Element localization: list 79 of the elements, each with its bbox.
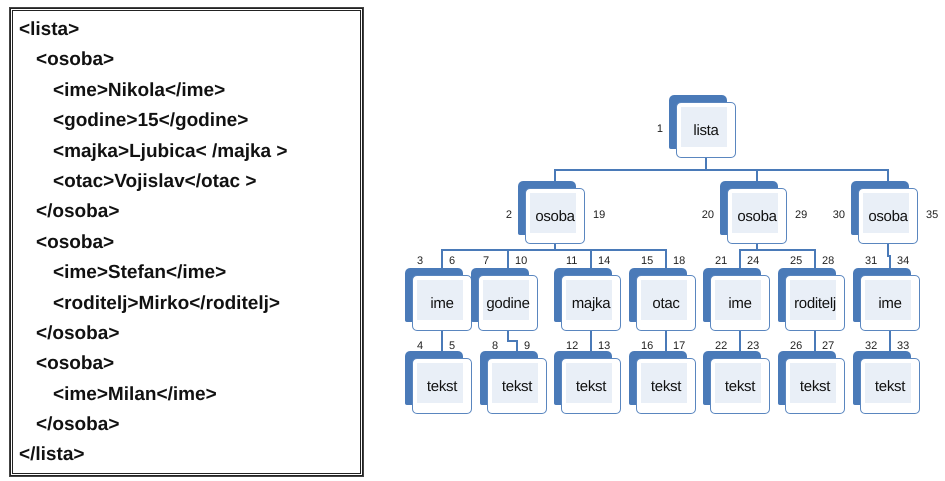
order-number: 26: [790, 340, 802, 352]
order-number: 9: [524, 340, 530, 352]
code-line: <ime>Stefan</ime>: [52, 261, 226, 286]
order-number: 16: [641, 340, 654, 352]
order-number: 6: [449, 255, 456, 267]
code-line: <roditelj>Mirko</roditelj>: [52, 292, 280, 316]
element-name: tekst: [874, 378, 906, 394]
tree-connector: [554, 244, 667, 268]
element-name: tekst: [650, 378, 682, 394]
tree-connector: [889, 331, 891, 351]
order-number: 19: [593, 209, 606, 221]
code-line: </lista>: [19, 443, 84, 468]
order-number: 34: [897, 255, 910, 267]
element-name: lista: [693, 122, 719, 138]
code-line: </osoba>: [35, 200, 120, 224]
order-number: 11: [566, 255, 578, 267]
tree-connector: [590, 331, 592, 351]
element-name: otac: [652, 294, 680, 312]
order-number: 3: [417, 255, 424, 267]
element-name: ime: [430, 294, 454, 312]
code-line: <godine>15</godine>: [52, 109, 248, 134]
tree-connector: [814, 331, 816, 351]
tree-connector: [887, 244, 891, 268]
element-name: ime: [728, 294, 752, 312]
order-number: 2: [506, 209, 512, 221]
order-number: 31: [865, 255, 878, 267]
order-number: 21: [715, 255, 728, 267]
code-line: </osoba>: [35, 413, 120, 438]
order-number: 12: [566, 340, 578, 352]
order-number: 13: [598, 340, 610, 352]
code-line: <majka>Ljubica< /majka >: [52, 140, 288, 164]
tree-connector: [665, 331, 667, 351]
tree-connector: [441, 331, 443, 351]
code-line: <lista>: [19, 18, 80, 42]
code-line: <osoba>: [35, 48, 114, 72]
order-number: 1: [656, 123, 663, 135]
order-number: 20: [702, 209, 714, 221]
element-name: godine: [486, 294, 530, 312]
order-number: 33: [897, 340, 910, 352]
order-number: 18: [673, 255, 686, 267]
order-number: 15: [641, 255, 654, 267]
order-number: 4: [417, 340, 424, 352]
order-number: 7: [483, 255, 490, 267]
order-number: 32: [865, 340, 878, 352]
order-number: 17: [673, 340, 686, 352]
element-name: osoba: [868, 208, 908, 224]
element-name: roditelj: [794, 294, 836, 312]
order-number: 10: [515, 255, 528, 267]
code-line: <ime>Milan</ime>: [52, 382, 217, 407]
code-listing-box: [10, 8, 363, 476]
tree-connector: [507, 331, 518, 351]
order-number: 29: [795, 209, 808, 221]
element-name: tekst: [800, 378, 830, 394]
order-number: 27: [822, 340, 834, 352]
order-number: 22: [715, 340, 728, 352]
code-line: <otac>Vojislav</otac >: [52, 170, 256, 194]
order-number: 35: [926, 209, 938, 221]
order-number: 25: [790, 255, 802, 267]
element-name: ime: [878, 294, 902, 312]
element-name: osoba: [737, 208, 777, 224]
element-name: osoba: [535, 208, 575, 224]
element-name: tekst: [576, 378, 606, 394]
order-number: 30: [832, 209, 845, 221]
code-line: <ime>Nikola</ime>: [52, 78, 226, 103]
order-number: 28: [822, 255, 834, 267]
order-number: 5: [449, 340, 456, 352]
element-name: majka: [572, 294, 610, 312]
element-name: tekst: [724, 378, 756, 394]
element-name: tekst: [502, 378, 532, 394]
element-name: tekst: [426, 378, 458, 394]
code-line: </osoba>: [35, 322, 120, 346]
tree-connector: [756, 244, 816, 268]
tree-connector: [739, 331, 741, 351]
order-number: 23: [747, 340, 760, 352]
code-line: <osoba>: [35, 352, 114, 376]
order-number: 8: [492, 340, 498, 352]
order-number: 24: [747, 255, 760, 267]
code-line: <osoba>: [35, 230, 114, 255]
order-number: 14: [598, 255, 610, 267]
